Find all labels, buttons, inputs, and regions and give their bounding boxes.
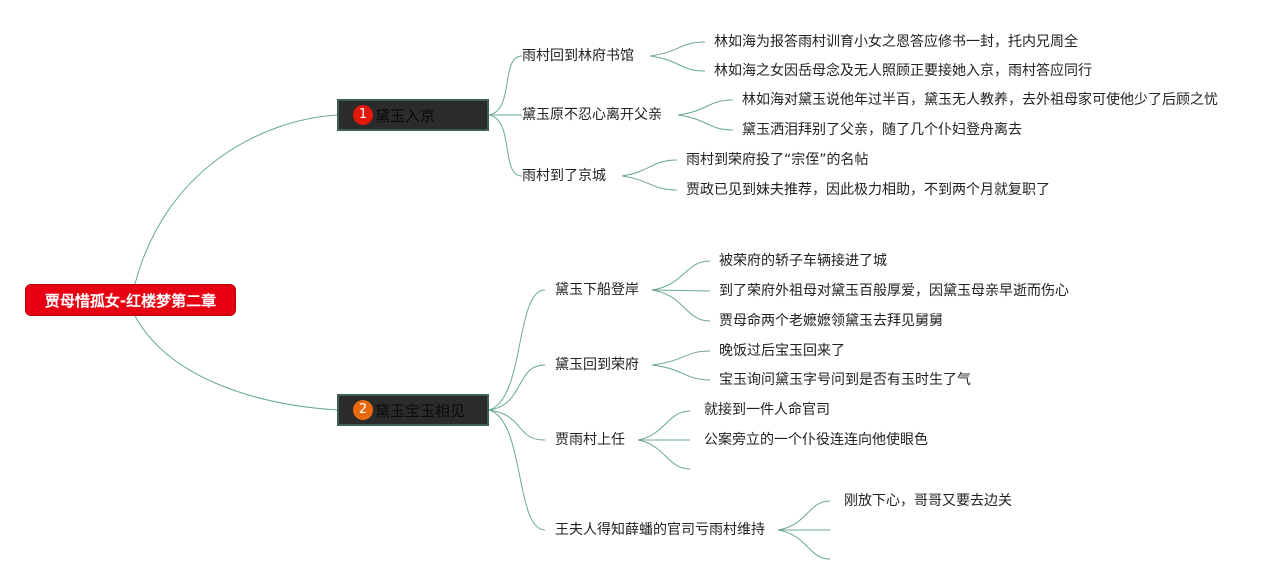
connector-sub2-detail2 — [677, 114, 734, 131]
detail-2-1-3[interactable]: 贾母命两个老嬷嬷领黛玉去拜见舅舅 — [719, 313, 943, 329]
subtopic-1-2[interactable]: 黛玉原不忍心离开父亲 — [522, 107, 662, 123]
detail-2-3-2[interactable]: 公案旁立的一个仆役连连向他使眼色 — [704, 432, 928, 448]
connector-sub2-detail1 — [677, 99, 734, 116]
connector-sub23-detail3 — [637, 439, 691, 470]
connector-sub1-detail1 — [649, 41, 706, 57]
connector-root-topic-2 — [134, 315, 338, 411]
detail-2-1-1[interactable]: 被荣府的轿子车辆接进了城 — [719, 253, 887, 269]
subtopic-1-3[interactable]: 雨村到了京城 — [522, 168, 606, 184]
subtopic-1-1[interactable]: 雨村回到林府书馆 — [522, 48, 634, 64]
connector-sub24-detail3 — [777, 529, 831, 560]
connector-root-topic-1 — [134, 114, 338, 285]
root-label: 贾母惜孤女-红楼梦第二章 — [44, 291, 217, 310]
detail-2-2-2[interactable]: 宝玉询问黛玉字号问到是否有玉时生了气 — [719, 372, 971, 388]
connector-topic2-sub3 — [488, 409, 546, 441]
connector-sub22-detail1 — [651, 350, 711, 366]
connector-topic2-sub4 — [488, 409, 546, 531]
connector-topic2-sub2 — [488, 364, 546, 411]
connector-topic1-sub3 — [488, 114, 523, 177]
detail-2-1-2[interactable]: 到了荣府外祖母对黛玉百般厚爱，因黛玉母亲早逝而伤心 — [719, 283, 1069, 299]
main-topic-1[interactable]: 1 黛玉入京 — [337, 99, 489, 131]
detail-1-1-2[interactable]: 林如海之女因岳母念及无人照顾正要接她入京，雨村答应同行 — [714, 63, 1092, 79]
connector-sub23-detail1 — [637, 410, 691, 441]
subtopic-2-3[interactable]: 贾雨村上任 — [555, 432, 625, 448]
main-topic-2[interactable]: 2 黛玉宝玉相见 — [337, 394, 489, 426]
connector-sub1-detail2 — [649, 55, 706, 72]
detail-2-3-1[interactable]: 就接到一件人命官司 — [704, 402, 830, 418]
connector-topic2-sub1 — [488, 289, 546, 411]
connector-topic1-sub1 — [488, 55, 523, 116]
detail-1-2-2[interactable]: 黛玉洒泪拜别了父亲，随了几个仆妇登舟离去 — [742, 122, 1022, 138]
topic-2-label: 黛玉宝玉相见 — [375, 401, 466, 420]
topic-1-number-badge: 1 — [353, 105, 373, 125]
detail-1-3-1[interactable]: 雨村到荣府投了“宗侄”的名帖 — [686, 152, 869, 168]
detail-2-4-1[interactable]: 刚放下心，哥哥又要去边关 — [844, 493, 1012, 509]
connector-sub3-detail1 — [621, 159, 678, 177]
subtopic-2-2[interactable]: 黛玉回到荣府 — [555, 357, 639, 373]
subtopic-2-1[interactable]: 黛玉下船登岸 — [555, 282, 639, 298]
connector-sub24-detail1 — [777, 500, 831, 531]
detail-1-2-1[interactable]: 林如海对黛玉说他年过半百，黛玉无人教养，去外祖母家可使他少了后顾之忧 — [742, 92, 1218, 108]
topic-1-label: 黛玉入京 — [375, 106, 436, 125]
connector-sub21-detail3 — [651, 289, 711, 322]
detail-1-3-2[interactable]: 贾政已见到妹夫推荐，因此极力相助，不到两个月就复职了 — [686, 182, 1050, 198]
connector-sub21-detail2 — [651, 289, 711, 292]
subtopic-2-4[interactable]: 王夫人得知薛蟠的官司亏雨村维持 — [555, 522, 765, 538]
root-topic[interactable]: 贾母惜孤女-红楼梦第二章 — [25, 284, 236, 316]
connector-sub21-detail1 — [651, 260, 711, 291]
connector-sub3-detail2 — [621, 175, 678, 191]
detail-2-2-1[interactable]: 晚饭过后宝玉回来了 — [719, 343, 845, 359]
topic-2-number-badge: 2 — [353, 400, 373, 420]
connector-sub22-detail2 — [651, 364, 711, 381]
detail-1-1-1[interactable]: 林如海为报答雨村训育小女之恩答应修书一封，托内兄周全 — [714, 34, 1078, 50]
